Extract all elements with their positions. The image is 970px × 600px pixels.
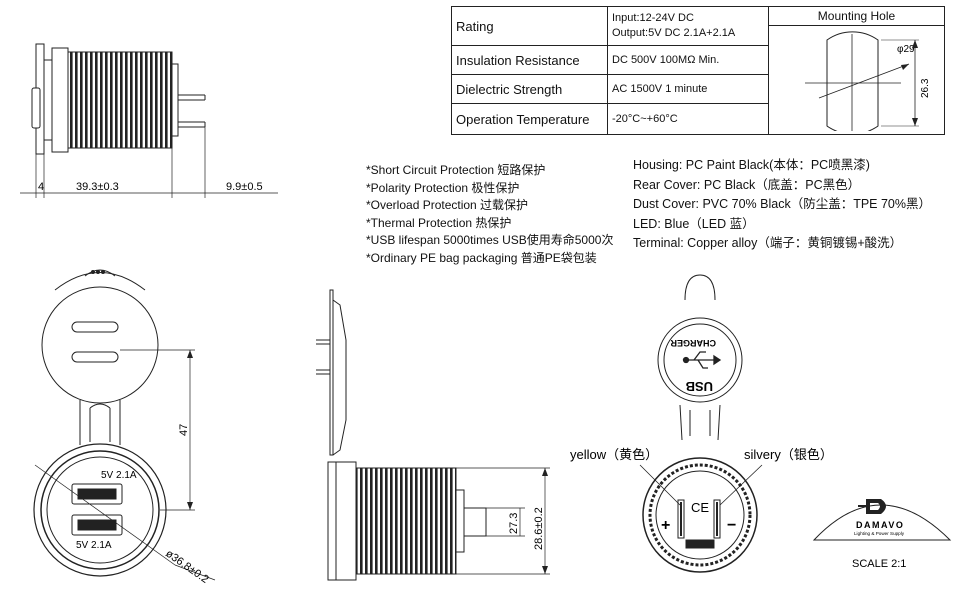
brand-logo xyxy=(812,499,952,541)
ce-mark: CE xyxy=(691,500,709,515)
material-item: Housing: PC Paint Black(本体：PC喷黑漆) xyxy=(633,158,870,172)
spec-value: AC 1500V 1 minute xyxy=(607,74,769,105)
front-view xyxy=(33,269,216,581)
feature-item: *Overload Protection 过载保护 xyxy=(366,198,529,212)
features-list: *Short Circuit Protection 短路保护 *Polarity… xyxy=(366,162,613,267)
dim-terminal-length: 9.9±0.5 xyxy=(226,181,263,193)
yellow-label: yellow（黄色） xyxy=(570,447,658,462)
material-item: Rear Cover: PC Black（底盖：PC黑色） xyxy=(633,177,861,192)
spec-value: -20°C~+60°C xyxy=(607,103,769,135)
usb-icon xyxy=(682,351,722,369)
dim-body-length: 39.3±0.3 xyxy=(76,181,119,193)
materials-list: Housing: PC Paint Black(本体：PC喷黑漆) Rear C… xyxy=(633,156,931,254)
plus-sign: + xyxy=(661,517,670,534)
rear-view xyxy=(639,274,763,573)
brand-tagline: Lighting & Power Supply xyxy=(854,531,905,536)
mounting-hole-drawing: φ29 26.3 xyxy=(805,31,931,135)
silver-label: silvery（银色） xyxy=(744,447,833,462)
hole-diameter-label: φ29 xyxy=(897,44,915,55)
spec-value: Input:12-24V DC Output:5V DC 2.1A+2.1A xyxy=(607,5,769,47)
feature-item: *Polarity Protection 极性保护 xyxy=(366,180,520,195)
section-view xyxy=(316,289,550,581)
mounting-hole-cell: Mounting Hole φ29 26.3 xyxy=(768,6,945,135)
hole-flat-label: 26.3 xyxy=(920,78,931,98)
material-item: Dust Cover: PVC 70% Black（防尘盖：TPE 70%黑） xyxy=(633,197,931,211)
dim-28-6: 28.6±0.2 xyxy=(533,507,545,550)
mounting-hole-title: Mounting Hole xyxy=(769,7,944,26)
material-item: Terminal: Copper alloy（端子：黄铜镀锡+酸洗） xyxy=(633,236,903,250)
material-item: LED: Blue（LED 蓝） xyxy=(633,216,755,231)
spec-value-line: Output:5V DC 2.1A+2.1A xyxy=(612,27,736,40)
minus-sign: − xyxy=(727,517,736,534)
feature-item: *Short Circuit Protection 短路保护 xyxy=(366,163,546,177)
spec-table: Rating Input:12-24V DC Output:5V DC 2.1A… xyxy=(451,5,945,135)
scale-label: SCALE 2:1 xyxy=(852,558,906,570)
dim-27-3: 27.3 xyxy=(508,513,520,534)
spec-label: Insulation Resistance xyxy=(451,45,608,76)
side-view xyxy=(20,43,278,198)
cap-text-charger: CHARGER xyxy=(670,338,716,348)
spec-label: Rating xyxy=(451,5,608,47)
spec-label: Operation Temperature xyxy=(451,103,608,135)
feature-item: *Thermal Protection 热保护 xyxy=(366,215,512,230)
brand-name: DAMAVO xyxy=(856,520,904,530)
feature-item: *Ordinary PE bag packaging 普通PE袋包装 xyxy=(366,250,597,265)
port-label-top: 5V 2.1A xyxy=(101,470,137,481)
dim-diameter: ø36.8±0.2 xyxy=(163,548,210,586)
port-label-bottom: 5V 2.1A xyxy=(76,540,112,551)
spec-label: Dielectric Strength xyxy=(451,74,608,105)
cap-text-usb: USB xyxy=(686,379,713,394)
feature-item: *USB lifespan 5000times USB使用寿命5000次 xyxy=(366,233,614,247)
dim-height-47: 47 xyxy=(178,424,190,436)
dim-flange-thickness: 4 xyxy=(38,181,44,193)
spec-value-line: Input:12-24V DC xyxy=(612,12,694,25)
